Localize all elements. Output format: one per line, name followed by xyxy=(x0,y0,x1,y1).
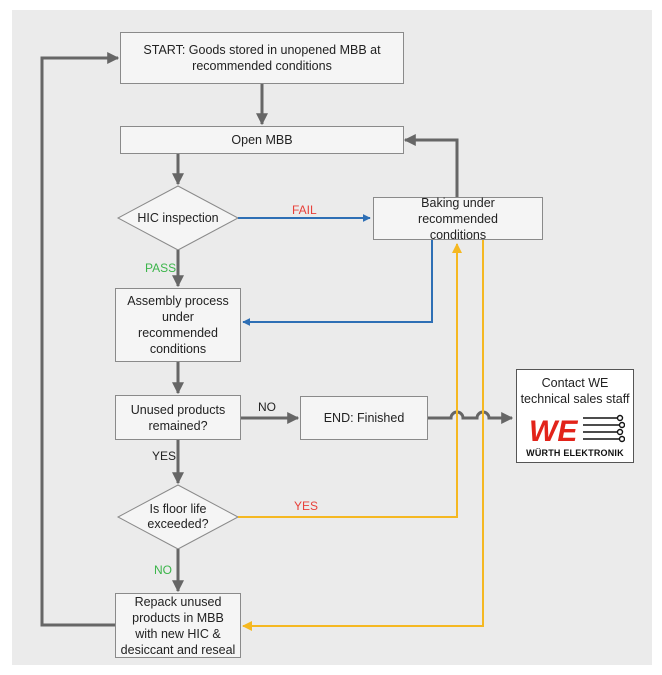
start-box: START: Goods stored in unopened MBB at r… xyxy=(120,32,404,84)
unused-products-text: Unused products remained? xyxy=(130,402,226,433)
open-mbb-box: Open MBB xyxy=(120,126,404,154)
baking-box: Baking under recommended conditions xyxy=(373,195,543,242)
repack-text: Repack unused products in MBB with new H… xyxy=(120,594,236,657)
arrow-baking-to-repack xyxy=(242,240,484,631)
hic-inspection-text: HIC inspection xyxy=(128,208,228,228)
yes-unused-label: YES xyxy=(152,449,177,463)
arrow-repack-loop-to-start xyxy=(40,52,120,627)
baking-text: Baking under recommended conditions xyxy=(418,195,498,242)
no-floor-label: NO xyxy=(154,563,172,577)
contact-we-box: Contact WE technical sales staff WE WÜRT… xyxy=(516,369,634,463)
arrow-baking-to-assembly xyxy=(242,240,433,326)
wurth-elektronik-logo: WE xyxy=(529,414,625,446)
end-finished-text: END: Finished xyxy=(323,411,405,425)
hic-inspection-label: HIC inspection xyxy=(137,210,219,225)
start-box-text: START: Goods stored in unopened MBB at r… xyxy=(143,43,381,73)
contact-we-text: Contact WE technical sales staff xyxy=(520,376,630,406)
arrow-floorlife-yes-to-baking xyxy=(238,243,462,518)
arrow-baking-to-open xyxy=(403,134,459,197)
circuit-lines-icon xyxy=(583,414,625,443)
floor-life-text: Is floor life exceeded? xyxy=(138,502,218,532)
end-finished-box: END: Finished xyxy=(300,396,428,440)
assembly-text: Assembly process under recommended condi… xyxy=(127,294,229,356)
repack-box: Repack unused products in MBB with new H… xyxy=(115,593,241,658)
unused-products-box: Unused products remained? xyxy=(115,395,241,440)
open-mbb-text: Open MBB xyxy=(231,133,293,147)
yes-floor-label: YES xyxy=(294,499,319,513)
we-logo-letters: WE xyxy=(529,415,578,446)
brand-name: WÜRTH ELEKTRONIK xyxy=(526,448,624,458)
no-end-label: NO xyxy=(258,400,276,414)
fail-label: FAIL xyxy=(292,203,317,217)
pass-label: PASS xyxy=(145,261,177,275)
arrow-end-to-contact xyxy=(428,410,514,424)
floor-life-label: Is floor life exceeded? xyxy=(147,502,209,531)
assembly-box: Assembly process under recommended condi… xyxy=(115,288,241,362)
